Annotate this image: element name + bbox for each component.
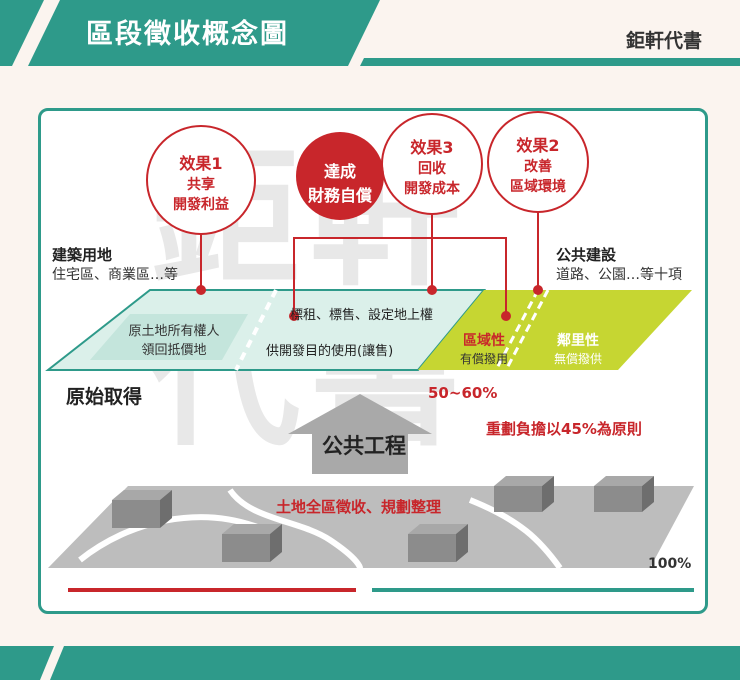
page-title: 區段徵收概念圖 bbox=[86, 19, 289, 50]
neighborhood-title: 鄰里性 bbox=[557, 333, 599, 349]
effect1-circle bbox=[146, 125, 256, 235]
building-2 bbox=[222, 524, 282, 562]
building-1 bbox=[112, 490, 172, 528]
building-5 bbox=[594, 476, 654, 512]
bottom-caption: 土地全區徵收、規劃整理 bbox=[276, 498, 442, 516]
original-owner-area bbox=[90, 314, 248, 360]
building-land-title: 建築用地 bbox=[52, 246, 113, 264]
supply-text: 供開發目的使用(讓售) bbox=[266, 344, 394, 359]
building-3 bbox=[408, 524, 468, 562]
effect2-text: 效果2 改善 區域環境 bbox=[488, 132, 588, 196]
effect3-line2: 開發成本 bbox=[404, 181, 460, 197]
header-decoration bbox=[0, 0, 740, 66]
effect2-title: 效果2 bbox=[516, 136, 560, 155]
neighborhood-text: 鄰里性 無償撥供 bbox=[540, 330, 616, 367]
effect1-line1: 共享 bbox=[187, 177, 215, 193]
brand-name: 鉅軒代書 bbox=[625, 30, 702, 52]
public-works-label: 公共工程 bbox=[322, 434, 406, 458]
effect3-text: 效果3 回收 開發成本 bbox=[382, 134, 482, 198]
percent-range-label: 50~60% bbox=[428, 384, 498, 402]
achieve-line1: 達成 bbox=[323, 162, 356, 181]
effect1-line2: 開發利益 bbox=[173, 197, 229, 213]
original-owner-line2: 領回抵價地 bbox=[141, 343, 207, 358]
effect1-text: 效果1 共享 開發利益 bbox=[147, 150, 255, 214]
achieve-line2: 財務自償 bbox=[307, 186, 372, 205]
original-owner-line1: 原土地所有權人 bbox=[128, 324, 220, 339]
percent-total-label: 100% bbox=[648, 556, 692, 572]
header-bar bbox=[0, 0, 740, 66]
achieve-circle bbox=[296, 132, 384, 220]
effect3-title: 效果3 bbox=[410, 138, 454, 157]
bid-lease-text: 標租、標售、設定地上權 bbox=[290, 308, 434, 323]
regional-text: 區域性 有償撥用 bbox=[446, 330, 522, 367]
up-arrow-icon bbox=[288, 394, 432, 474]
effect2-line2: 區域環境 bbox=[510, 179, 566, 195]
regional-title: 區域性 bbox=[463, 333, 505, 349]
building-4 bbox=[494, 476, 554, 512]
effect2-line1: 改善 bbox=[524, 159, 552, 175]
building-land-sub: 住宅區、商業區…等 bbox=[52, 267, 178, 283]
neighborhood-sub: 無償撥供 bbox=[553, 352, 602, 366]
effect1-title: 效果1 bbox=[179, 154, 223, 173]
original-owner-text: 原土地所有權人 領回抵價地 bbox=[110, 320, 238, 358]
burden-rule-label: 重劃負擔以45%為原則 bbox=[486, 420, 642, 438]
regional-sub: 有償撥用 bbox=[459, 352, 508, 366]
public-facility-plane bbox=[418, 290, 692, 370]
effect3-line1: 回收 bbox=[418, 161, 446, 177]
public-facility-title: 公共建設 bbox=[556, 246, 617, 264]
effect2-circle bbox=[487, 111, 589, 213]
public-facility-sub: 道路、公園…等十項 bbox=[556, 267, 682, 283]
original-acquisition-label: 原始取得 bbox=[66, 386, 143, 408]
achieve-text: 達成 財務自償 bbox=[296, 158, 384, 206]
